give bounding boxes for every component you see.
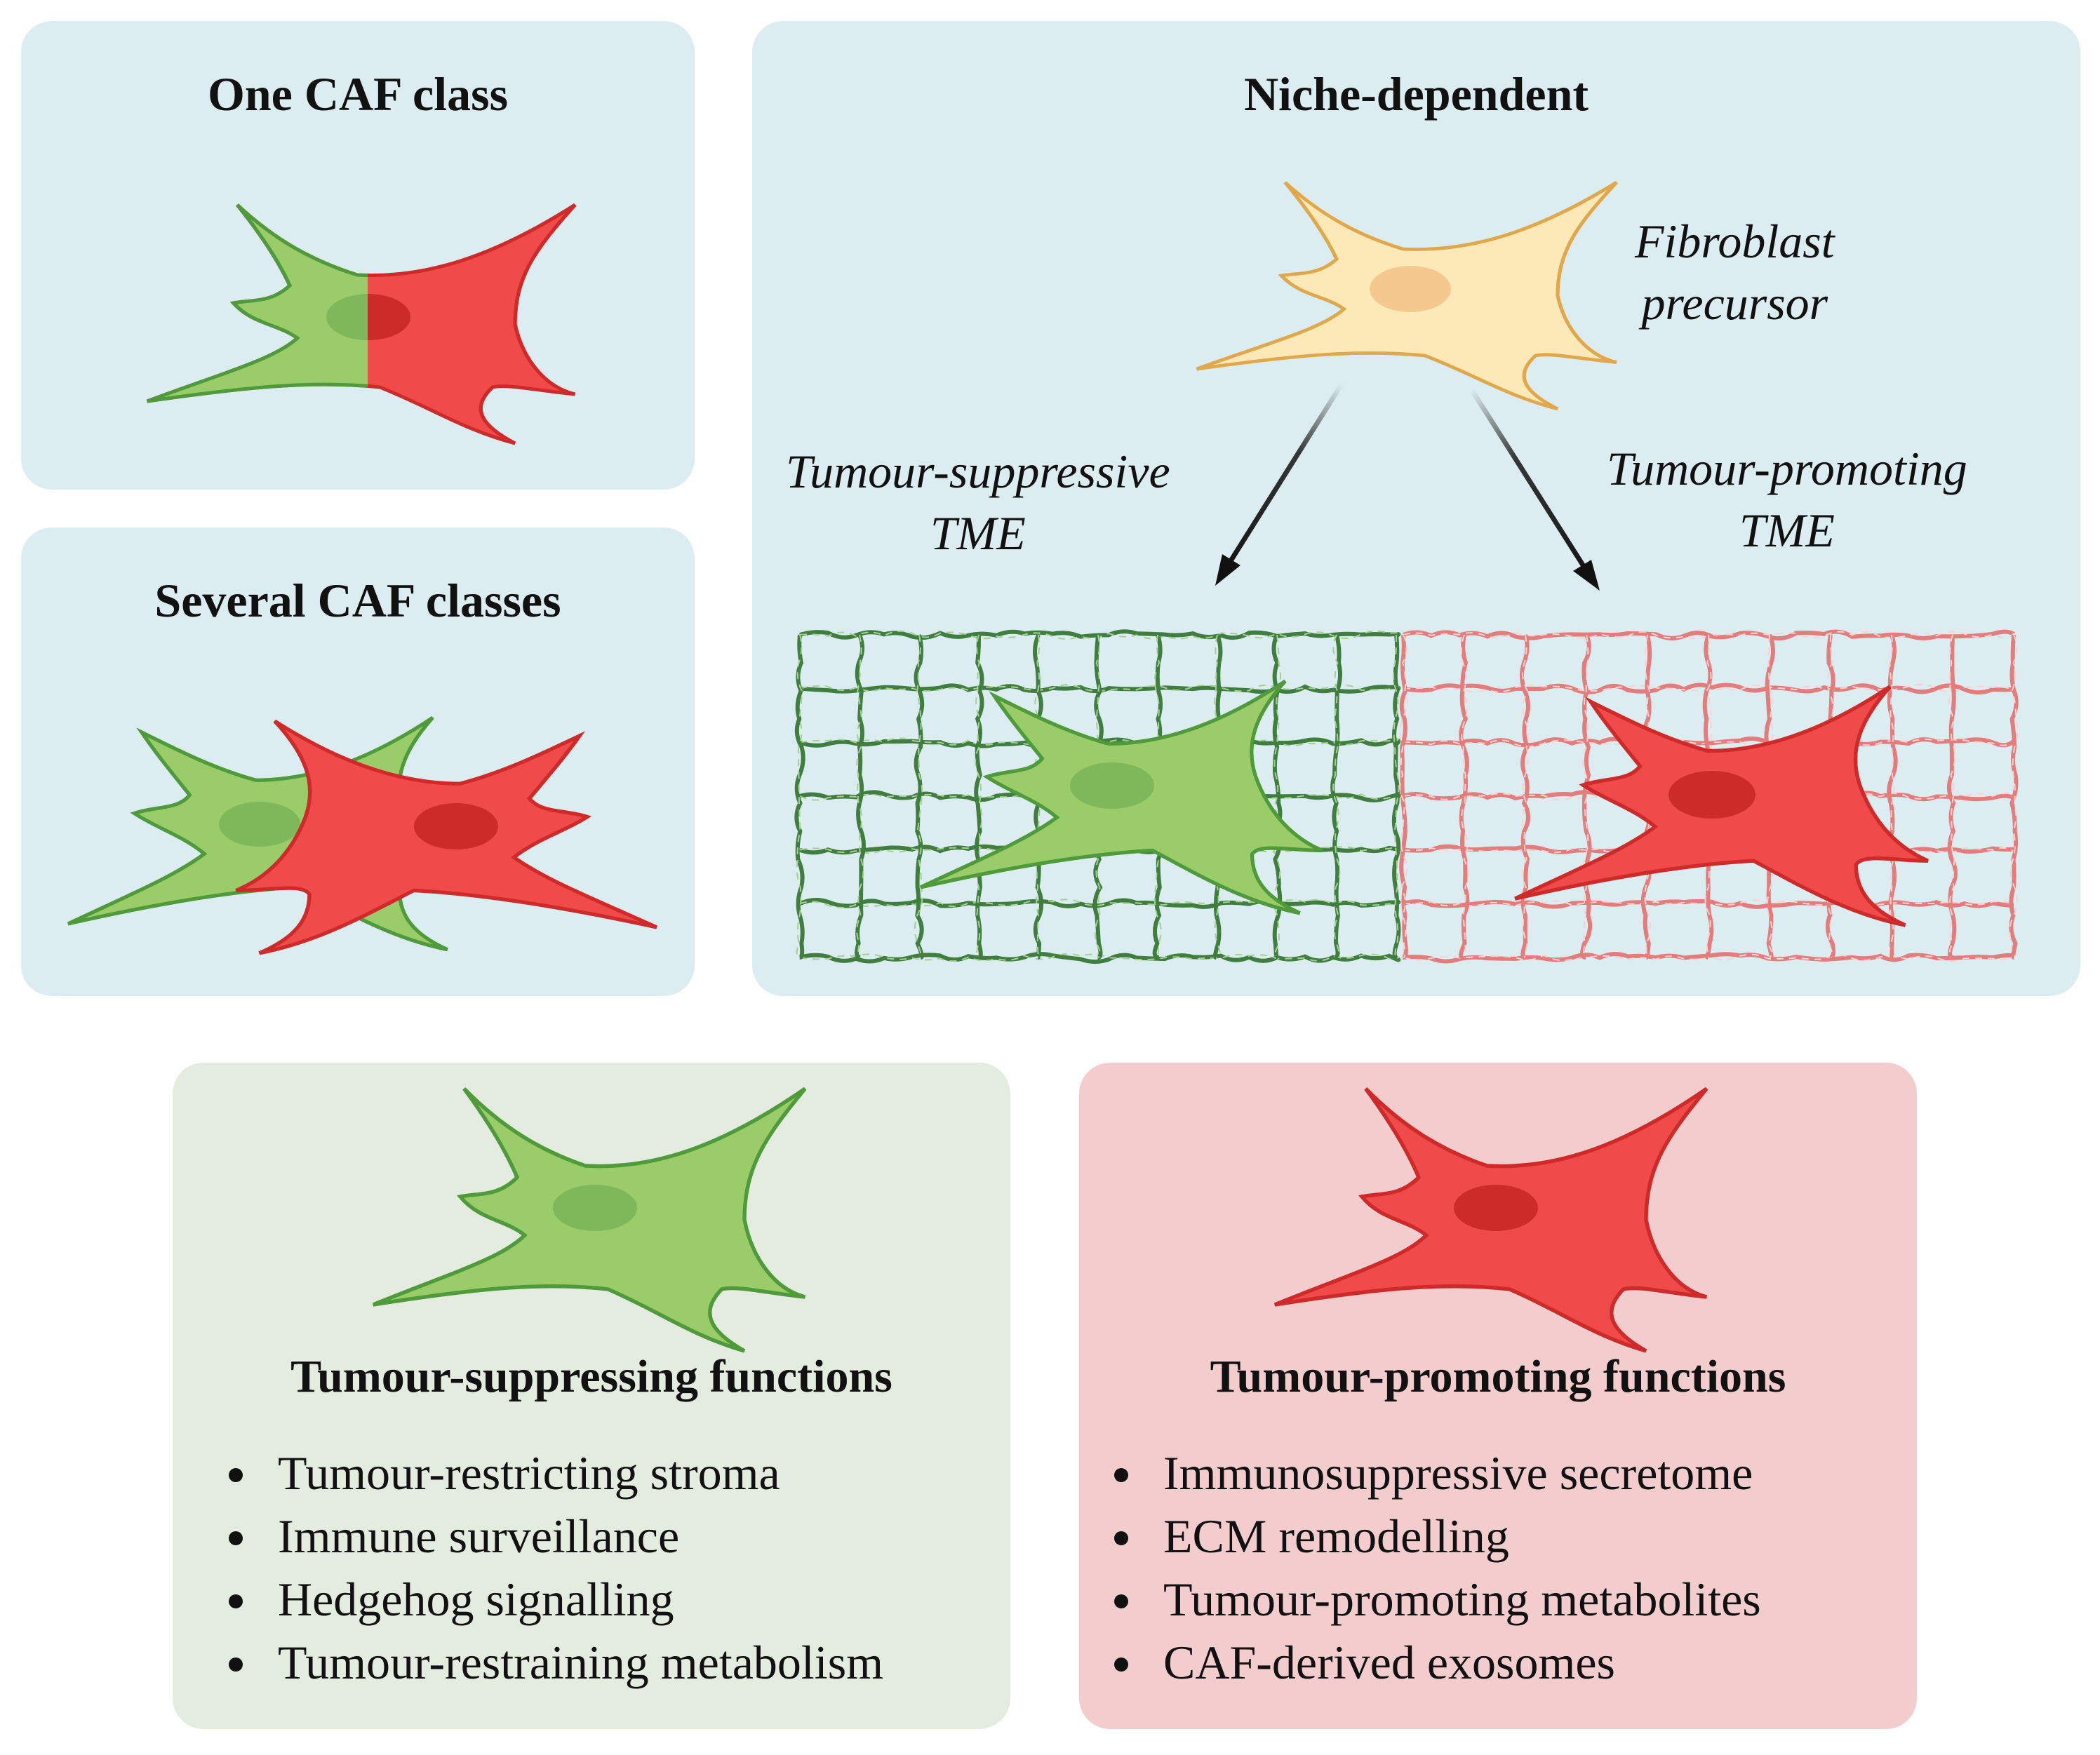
fibroblast-cell-icon (68, 718, 657, 953)
fibroblast-cell-icon (1515, 687, 1928, 925)
fibroblast-cell-icon (373, 1089, 805, 1351)
arrow-icon (1471, 389, 1600, 591)
fibroblast-cell-icon (147, 205, 575, 443)
fibroblast-precursor-icon (1197, 182, 1617, 409)
arrow-icon (1215, 384, 1342, 586)
fibroblast-cell-icon (1275, 1089, 1707, 1351)
